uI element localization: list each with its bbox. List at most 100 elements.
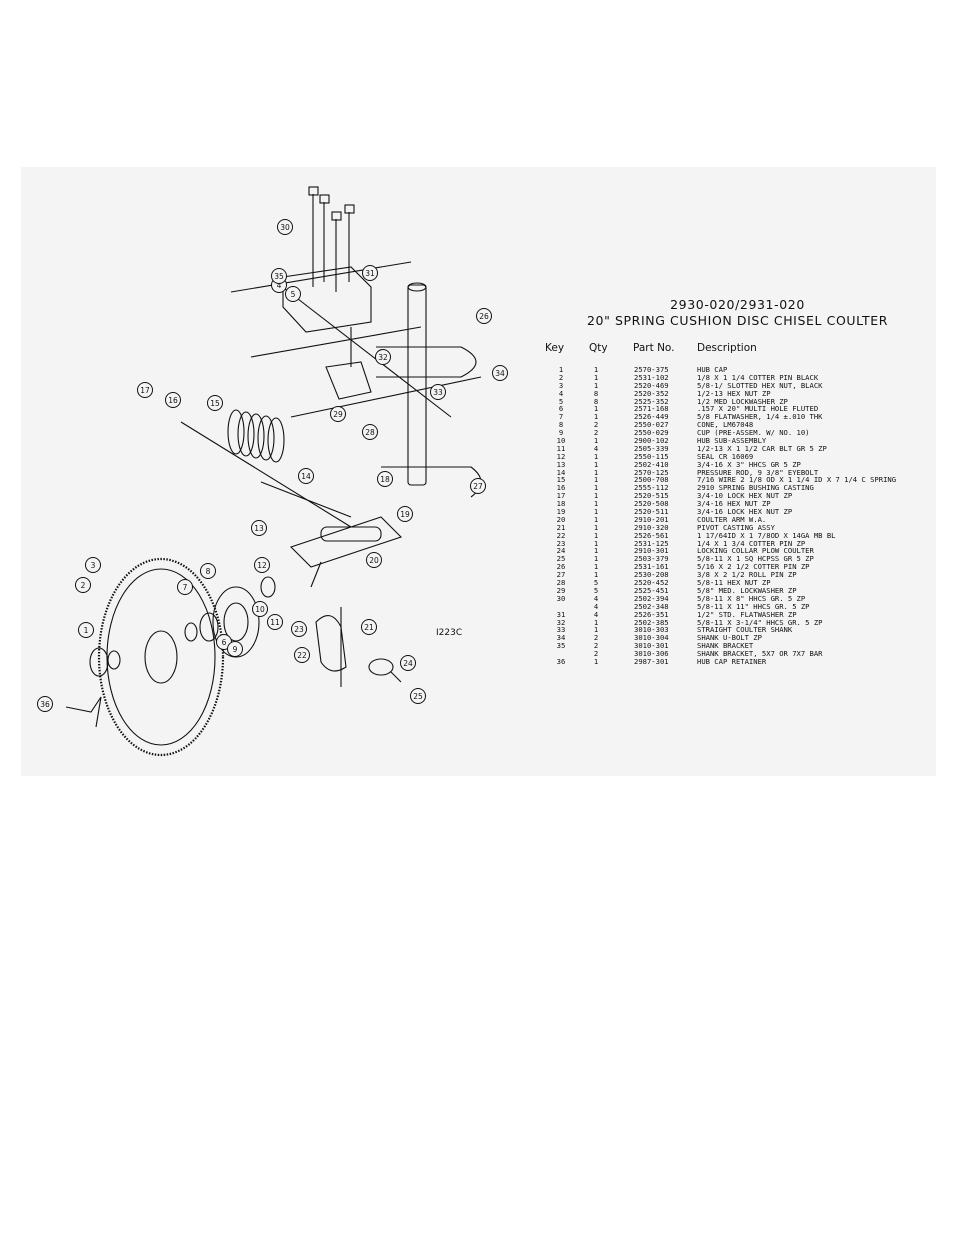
part-key: 29 <box>556 585 566 595</box>
part-qty: 1 <box>593 530 599 540</box>
callout-30: 30 <box>277 219 293 235</box>
part-description: 5/8 FLATWASHER, 1/4 ±.010 THK <box>697 412 823 422</box>
callout-label: 35 <box>274 272 284 281</box>
part-key: 15 <box>556 475 566 485</box>
part-number: 2500-708 <box>634 475 669 485</box>
part-key: 25 <box>556 554 566 564</box>
callout-label: 4 <box>277 281 282 290</box>
part-key: 6 <box>558 404 564 414</box>
part-number: 2910-320 <box>634 522 669 532</box>
part-number: 2526-449 <box>634 412 669 422</box>
product-title: 20" SPRING CUSHION DISC CHISEL COULTER <box>586 313 889 328</box>
part-description: 1/2" STD. FLATWASHER ZP <box>697 609 797 619</box>
part-description: 3/8 X 2 1/2 ROLL PIN ZP <box>697 570 797 580</box>
part-qty: 1 <box>593 491 599 501</box>
callout-32: 32 <box>375 349 391 365</box>
part-description: STRAIGHT COULTER SHANK <box>697 625 793 635</box>
part-description: 5/8-11 HEX NUT ZP <box>697 578 771 588</box>
callout-label: 14 <box>301 472 311 481</box>
part-key: 17 <box>556 491 566 501</box>
part-qty: 1 <box>593 656 599 666</box>
callout-26: 26 <box>476 308 492 324</box>
callout-18: 18 <box>377 471 393 487</box>
part-qty: 1 <box>593 522 599 532</box>
parts-table-header: Key Qty Part No. Description <box>541 342 936 360</box>
part-description: CONE, LM67048 <box>697 420 754 430</box>
callout-27: 27 <box>470 478 486 494</box>
part-qty: 1 <box>593 546 599 556</box>
part-description: 5/8-11 X 1 SQ HCPSS GR 5 ZP <box>697 554 814 564</box>
callout-5: 5 <box>285 286 301 302</box>
callout-9: 9 <box>227 641 243 657</box>
drawing-ref-label: I223C <box>436 628 462 638</box>
part-number: 2900-102 <box>634 436 669 446</box>
part-description: 1/2 MED LOCKWASHER ZP <box>697 396 788 406</box>
part-key: 14 <box>556 467 566 477</box>
part-description: SHANK U-BOLT ZP <box>697 633 762 643</box>
callout-label: 17 <box>140 386 150 395</box>
part-description: 5/8-11 X 8" HHCS GR. 5 ZP <box>697 593 806 603</box>
callout-label: 27 <box>473 482 483 491</box>
part-key: 20 <box>556 514 566 524</box>
part-qty: 2 <box>593 428 599 438</box>
part-key: 12 <box>556 451 566 461</box>
part-key: 5 <box>558 396 564 406</box>
part-description: SHANK BRACKET <box>697 641 754 651</box>
part-qty: 1 <box>593 538 599 548</box>
part-number: 2910-301 <box>634 546 669 556</box>
part-qty: 4 <box>593 601 599 611</box>
part-number: 2987-301 <box>634 656 669 666</box>
part-qty: 1 <box>593 514 599 524</box>
callout-label: 16 <box>168 396 178 405</box>
part-number: 2520-515 <box>634 491 669 501</box>
part-number: 2503-379 <box>634 554 669 564</box>
callout-3: 3 <box>85 557 101 573</box>
part-key: 22 <box>556 530 566 540</box>
part-qty: 1 <box>593 467 599 477</box>
part-description: 3/4-16 HEX NUT ZP <box>697 499 771 509</box>
part-description: LOCKING COLLAR PLOW COULTER <box>697 546 814 556</box>
part-number: 2570-125 <box>634 467 669 477</box>
part-qty: 4 <box>593 609 599 619</box>
part-qty: 4 <box>593 593 599 603</box>
part-qty: 4 <box>593 443 599 453</box>
part-key: 30 <box>556 593 566 603</box>
callout-label: 25 <box>413 692 423 701</box>
part-description: 3/4-16 LOCK HEX NUT ZP <box>697 507 793 517</box>
callout-label: 28 <box>365 428 375 437</box>
part-number: 2502-410 <box>634 459 669 469</box>
part-description: 1 17/64ID X 1 7/8OD X 14GA MB BL <box>697 530 836 540</box>
part-qty: 1 <box>593 617 599 627</box>
part-key: 8 <box>558 420 564 430</box>
part-number: 2526-351 <box>634 609 669 619</box>
part-number: 3010-306 <box>634 649 669 659</box>
part-number: 2550-027 <box>634 420 669 430</box>
exploded-view-svg: 1234567891011121314151617181920212223242… <box>37 186 508 757</box>
part-qty: 8 <box>593 388 599 398</box>
part-number: 2502-394 <box>634 593 669 603</box>
part-key: 4 <box>558 388 564 398</box>
part-number: 2570-375 <box>634 365 669 374</box>
callout-label: 7 <box>183 583 188 592</box>
callout-label: 21 <box>364 623 374 632</box>
part-description: 5/8-11 X 11" HHCS GR. 5 ZP <box>697 601 810 611</box>
part-qty: 1 <box>593 365 599 374</box>
part-description: 3/4-16 X 3" HHCS GR 5 ZP <box>697 459 801 469</box>
